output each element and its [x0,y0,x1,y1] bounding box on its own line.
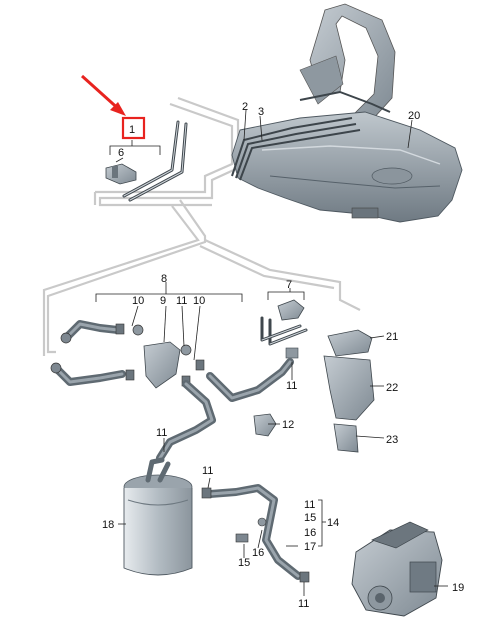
highlight-annotation [80,74,146,140]
label-23: 23 [386,434,398,446]
label-21: 21 [386,331,398,343]
label-3: 3 [258,106,264,118]
fuel-lines-part-1 [122,120,188,202]
bracket-part-21 [327,329,373,357]
label-12: 12 [282,419,294,431]
heat-shield-part-23 [333,423,359,453]
label-1: 1 [129,124,135,136]
label-7: 7 [286,279,292,291]
label-11-bottom: 11 [298,598,309,610]
label-10-right: 10 [193,295,205,307]
label-20: 20 [408,110,420,122]
filter-supply-hose [156,358,294,462]
label-17: 17 [304,541,316,553]
clamp-part-12 [253,413,277,437]
fuel-lines-part-7 [260,299,308,359]
part-labels: 1 2 3 6 7 8 9 10 10 11 11 11 11 11 11 12… [102,101,464,610]
hose-set-part-14 [201,484,310,583]
leader-lines [95,109,448,596]
fuel-filter-part-18 [123,457,193,576]
fuel-pump-part-19 [351,521,443,617]
label-15-group: 15 [304,512,316,524]
fuel-tank [231,3,463,223]
red-arrow-head-icon [110,102,126,116]
label-15-bottom: 15 [238,557,250,569]
label-16-bottom: 16 [252,547,264,559]
label-18: 18 [102,519,114,531]
label-8: 8 [161,273,167,285]
label-11-middle: 11 [156,427,167,439]
label-14: 14 [327,517,339,529]
guide-outlines [42,96,361,356]
clip-part-6 [105,163,137,185]
label-19: 19 [452,582,464,594]
label-9: 9 [160,295,166,307]
label-22: 22 [386,382,398,394]
label-16-group: 16 [304,527,316,539]
hose-assembly-part-8 [50,320,205,389]
label-11-right: 11 [286,380,297,392]
label-10-left: 10 [132,295,144,307]
label-11-filter: 11 [202,465,213,477]
label-6: 6 [118,147,124,159]
label-11-top: 11 [176,295,187,307]
red-box-icon [121,116,146,140]
label-2: 2 [242,101,248,113]
heat-shield-part-22 [323,355,375,421]
label-11-group: 11 [304,499,315,511]
